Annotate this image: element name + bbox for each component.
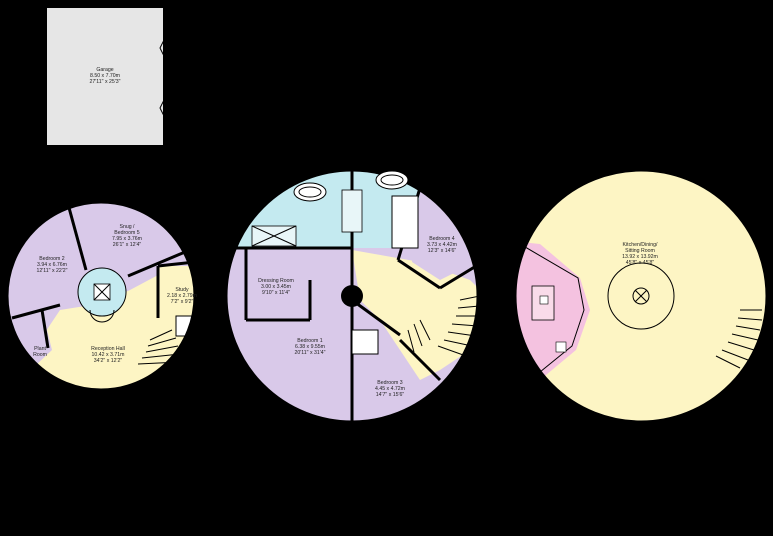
bedroom3-name: Bedroom 3 [377, 380, 402, 386]
circle-a: Snug / Bedroom 5 7.95 x 3.76m 26'1" x 12… [5, 200, 197, 392]
bedroom2-metric: 3.94 x 6.76m [37, 262, 67, 268]
dressing-metric: 3.00 x 3.45m [261, 284, 291, 290]
kitchen-metric: 13.92 x 13.92m [622, 254, 658, 260]
kitchen-name-2: Sitting Room [625, 248, 655, 254]
bedroom2-imperial: 12'11" x 22'2" [37, 268, 68, 274]
bedroom4-metric: 3.73 x 4.42m [427, 242, 457, 248]
reception-imperial: 34'2" x 12'2" [94, 358, 123, 364]
dressing-name: Dressing Room [258, 278, 294, 284]
dressing-imperial: 9'10" x 11'4" [262, 290, 290, 296]
garage-metric: 8.50 x 7.70m [90, 73, 120, 79]
kitchen-name-1: Kitchen/Dining/ [623, 242, 658, 248]
stairs-c [715, 309, 763, 369]
bedroom2-name: Bedroom 2 [39, 256, 64, 262]
circle-c: Kitchen/Dining/ Sitting Room 13.92 x 13.… [513, 168, 769, 424]
bedroom1-imperial: 20'11" x 31'4" [295, 350, 326, 356]
reception-name: Reception Hall [91, 346, 125, 352]
bedroom3-imperial: 14'7" x 15'6" [376, 392, 405, 398]
snug-imperial: 26'1" x 12'4" [113, 242, 142, 248]
bedroom1-metric: 6.38 x 9.55m [295, 344, 325, 350]
snug-metric: 7.95 x 3.76m [112, 236, 142, 242]
bedroom3-metric: 4.45 x 4.72m [375, 386, 405, 392]
snug-name-1: Snug / [120, 224, 136, 230]
study-metric: 2.18 x 2.79m [167, 293, 197, 299]
stairs-b [407, 295, 478, 357]
garage-name: Garage [96, 67, 113, 73]
reception-metric: 10.42 x 3.71m [92, 352, 125, 358]
study-name: Study [175, 287, 189, 293]
garage-imperial: 27'11" x 25'3" [90, 79, 121, 85]
plant-name-2: Room [33, 352, 47, 358]
bedroom1-name: Bedroom 1 [297, 338, 322, 344]
garage: Garage 8.50 x 7.70m 27'11" x 25'3" [45, 6, 165, 159]
stairs-a [137, 329, 181, 365]
circle-b: Dressing Room 3.00 x 3.45m 9'10" x 11'4"… [224, 168, 480, 424]
snug-name-2: Bedroom 5 [114, 230, 139, 236]
kitchen-imperial: 45'8" x 45'8" [626, 260, 655, 266]
plant-name-1: Plant [34, 346, 46, 352]
bedroom4-name: Bedroom 4 [429, 236, 454, 242]
bedroom4-imperial: 12'3" x 14'6" [428, 248, 457, 254]
study-imperial: 7'2" x 9'2" [171, 299, 194, 305]
